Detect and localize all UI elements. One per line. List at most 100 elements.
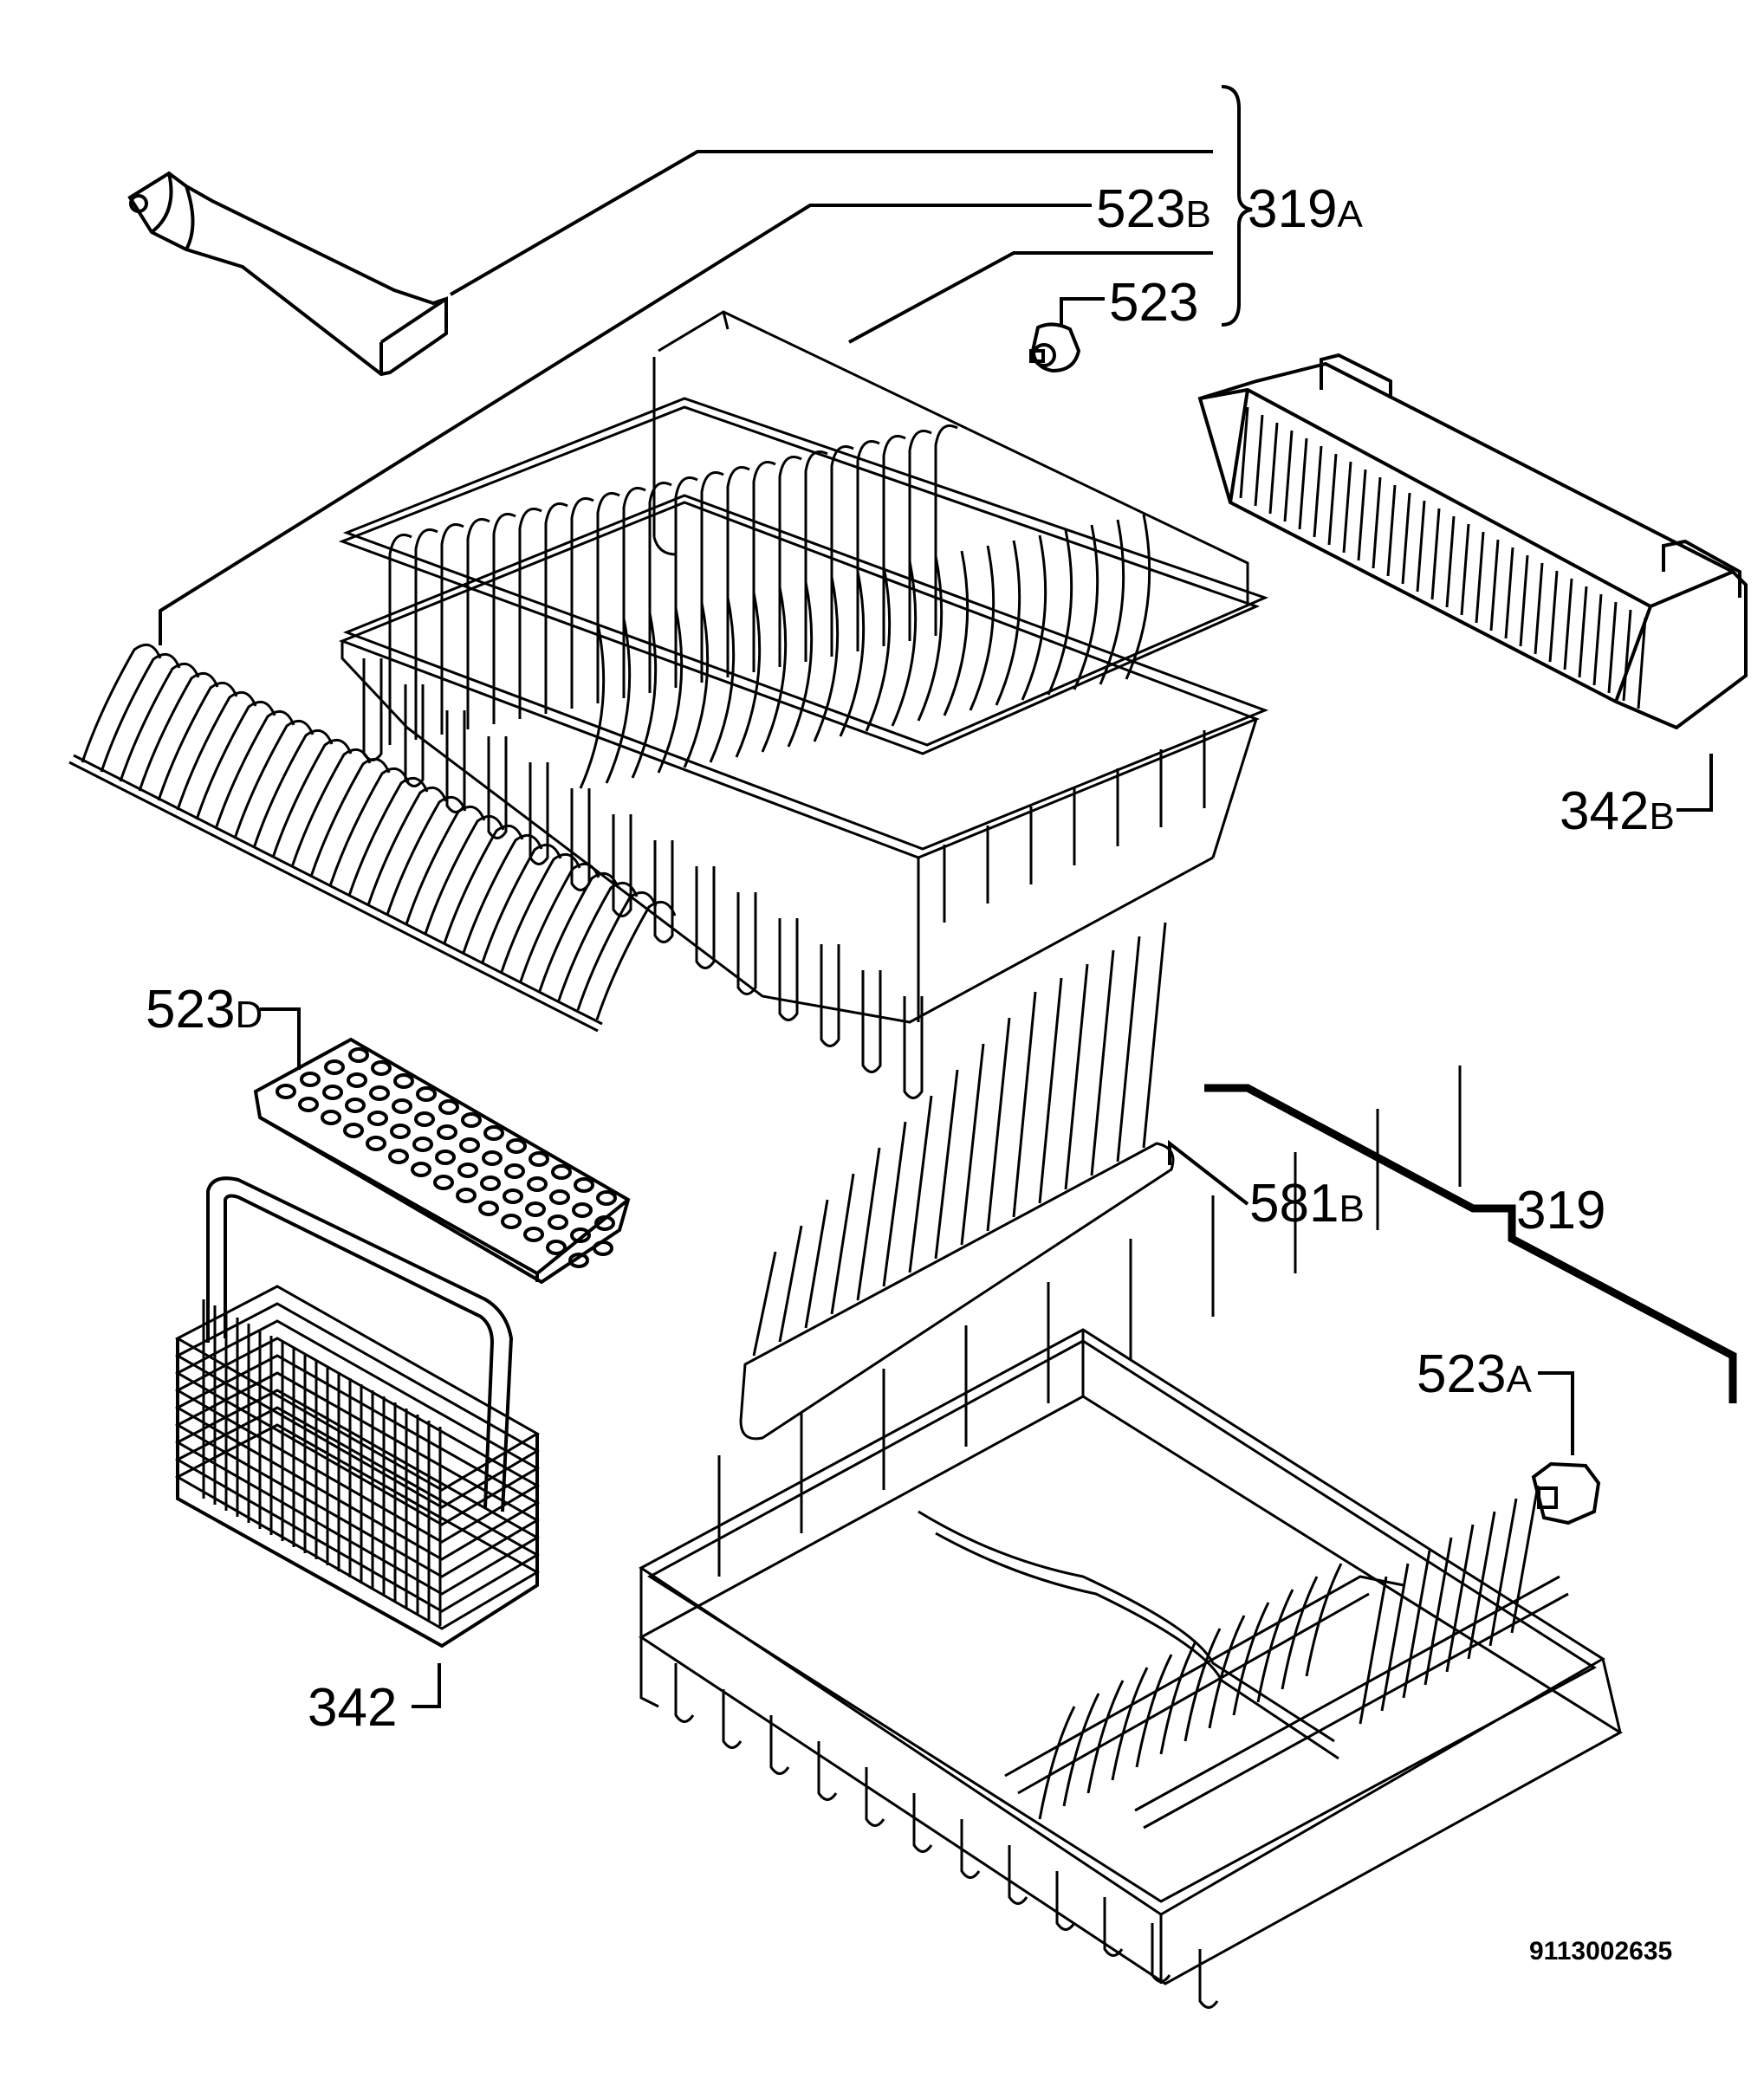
label-581b-main: 581 — [1249, 1174, 1339, 1234]
comb-tine — [214, 709, 295, 830]
comb-rail — [68, 761, 599, 1033]
comb-tine — [908, 1095, 933, 1273]
basket-tine — [934, 424, 958, 636]
tray-slot — [298, 1097, 319, 1112]
comb-tine — [500, 852, 581, 973]
tray-slot — [548, 1214, 568, 1230]
comb-tine — [830, 1173, 855, 1315]
tray-slot — [593, 1240, 613, 1256]
basket-tine — [882, 435, 906, 646]
lower-tine — [1281, 1576, 1319, 1690]
tray-slot — [523, 1227, 544, 1242]
tray-slot — [414, 1111, 435, 1127]
lower-leg — [817, 1741, 838, 1801]
tray-slot — [483, 1125, 504, 1141]
comb-tine — [138, 671, 219, 792]
tray-slot — [433, 1175, 454, 1190]
basket-tine — [813, 576, 840, 742]
basket-tine — [466, 518, 490, 729]
tray-slot — [459, 1137, 480, 1153]
basket-leg — [445, 710, 466, 813]
basket-tine — [969, 545, 995, 711]
comb-tine — [252, 729, 334, 849]
lower-leg — [960, 1819, 981, 1879]
bracket-319a — [1221, 85, 1253, 327]
lower-tine — [1445, 1524, 1475, 1673]
basket-tine — [726, 466, 750, 677]
tray-slot — [594, 1215, 615, 1231]
comb-tine — [576, 891, 658, 1011]
comb-tine — [119, 662, 200, 782]
basket-tine — [839, 571, 866, 737]
basket-tine — [631, 612, 658, 779]
comb-tine — [366, 786, 448, 906]
comb-tine — [233, 719, 315, 839]
tray-slot — [527, 1176, 548, 1192]
comb-tine — [882, 1121, 907, 1287]
tray-slot — [568, 1253, 589, 1268]
basket-tine — [735, 592, 762, 758]
lower-tine — [1488, 1498, 1518, 1647]
label-523a: 523A — [1417, 1344, 1532, 1404]
document-number: 9113002635 — [1529, 1937, 1672, 1966]
lower-leg — [1055, 1871, 1076, 1931]
part-581b-comb — [739, 922, 1175, 1441]
basket-tine — [761, 586, 788, 753]
lower-tine — [1038, 1706, 1076, 1820]
tray-slot — [506, 1138, 527, 1154]
basket-leg — [529, 762, 549, 865]
lower-tine — [1467, 1511, 1496, 1660]
leader-lines — [159, 85, 1737, 1708]
side-slat — [1637, 617, 1647, 709]
basket-tine — [518, 508, 542, 719]
basket-tine — [544, 502, 568, 714]
comb-tine — [424, 814, 505, 935]
basket-leg — [612, 814, 632, 917]
comb-tine — [481, 843, 562, 963]
lower-tine — [1184, 1628, 1222, 1742]
basket-tine — [995, 540, 1021, 706]
basket-tine — [657, 607, 684, 774]
leader-523d — [260, 1007, 301, 1070]
comb-tine — [1116, 936, 1141, 1163]
label-523a-main: 523 — [1417, 1344, 1506, 1404]
tray-slot — [276, 1084, 296, 1099]
side-slat — [1460, 523, 1470, 616]
comb-tine — [804, 1199, 829, 1329]
leader-523a — [1538, 1371, 1574, 1455]
basket-tine — [388, 534, 412, 745]
comb-tine — [386, 795, 467, 916]
basket-tine — [787, 581, 814, 748]
lower-leg — [865, 1767, 885, 1827]
lower-tine — [1062, 1693, 1100, 1807]
basket-tine — [579, 623, 606, 789]
basket-tine — [596, 492, 620, 703]
basket-tine — [709, 597, 736, 763]
side-slat — [1592, 593, 1603, 686]
label-342-main: 342 — [308, 1678, 397, 1738]
comb-tine — [462, 833, 543, 954]
comb-tine — [443, 824, 524, 944]
comb-tine — [100, 652, 181, 773]
tray-slot — [369, 1085, 390, 1101]
label-581b: 581B — [1249, 1174, 1365, 1234]
comb-tine — [1012, 991, 1037, 1218]
label-523b-suffix: B — [1185, 193, 1210, 236]
basket-tine — [917, 555, 944, 722]
tray-slot — [371, 1060, 392, 1076]
side-slat — [1239, 406, 1249, 499]
leader-upper-basket — [848, 251, 1213, 344]
tray-slot — [529, 1151, 549, 1167]
basket-leg — [736, 892, 757, 995]
side-slat — [1445, 515, 1456, 608]
basket-tine — [648, 482, 672, 693]
comb-tine — [986, 1017, 1011, 1232]
basket-tine — [622, 487, 646, 698]
label-319a: 319A — [1248, 179, 1363, 239]
basket-tine — [1047, 529, 1073, 696]
lower-tine — [1256, 1589, 1294, 1703]
side-slat — [1489, 539, 1500, 631]
tray-slot — [412, 1137, 433, 1152]
side-slat — [1342, 461, 1352, 554]
comb-tine — [328, 767, 410, 887]
